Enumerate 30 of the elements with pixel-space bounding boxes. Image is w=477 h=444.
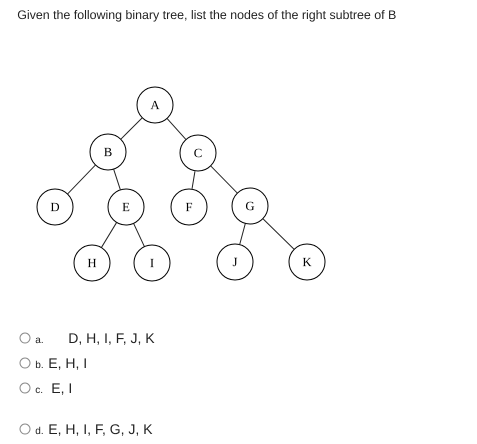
tree-node: C [180, 134, 216, 172]
tree-edge [101, 222, 117, 248]
tree-edge [67, 164, 96, 194]
tree-edge [166, 118, 186, 140]
answer-text: E, H, I, F, G, J, K [49, 424, 152, 436]
tree-node: I [134, 244, 170, 282]
tree-edge [120, 118, 142, 140]
tree-edge [239, 223, 246, 245]
option-letter: d. [36, 426, 43, 434]
tree-node: H [74, 244, 110, 282]
tree-node: E [108, 188, 144, 226]
option-letter: a. [36, 338, 43, 344]
tree-node: J [216, 244, 254, 280]
tree-node: F [170, 188, 208, 226]
option-letter: b. [36, 360, 43, 368]
answer-text: D, H, I, F, J, K [69, 333, 154, 345]
tree-node: B [90, 134, 126, 170]
tree-node: G [232, 188, 268, 224]
tree-node: A [136, 86, 174, 124]
tree-edge [133, 223, 145, 247]
tree-edge [192, 170, 196, 190]
answer-text: E, I [52, 383, 71, 395]
tree-edge [262, 218, 294, 250]
tree-node: D [36, 188, 74, 226]
tree-edge [210, 166, 238, 194]
option-letter: c. [36, 388, 42, 394]
title-text: Given the following binary tree, list the nodes of the right subtree of B [18, 10, 396, 22]
answer-text: E, H, I [49, 358, 86, 370]
tree-edge [113, 169, 121, 190]
tree-node: K [288, 244, 326, 280]
